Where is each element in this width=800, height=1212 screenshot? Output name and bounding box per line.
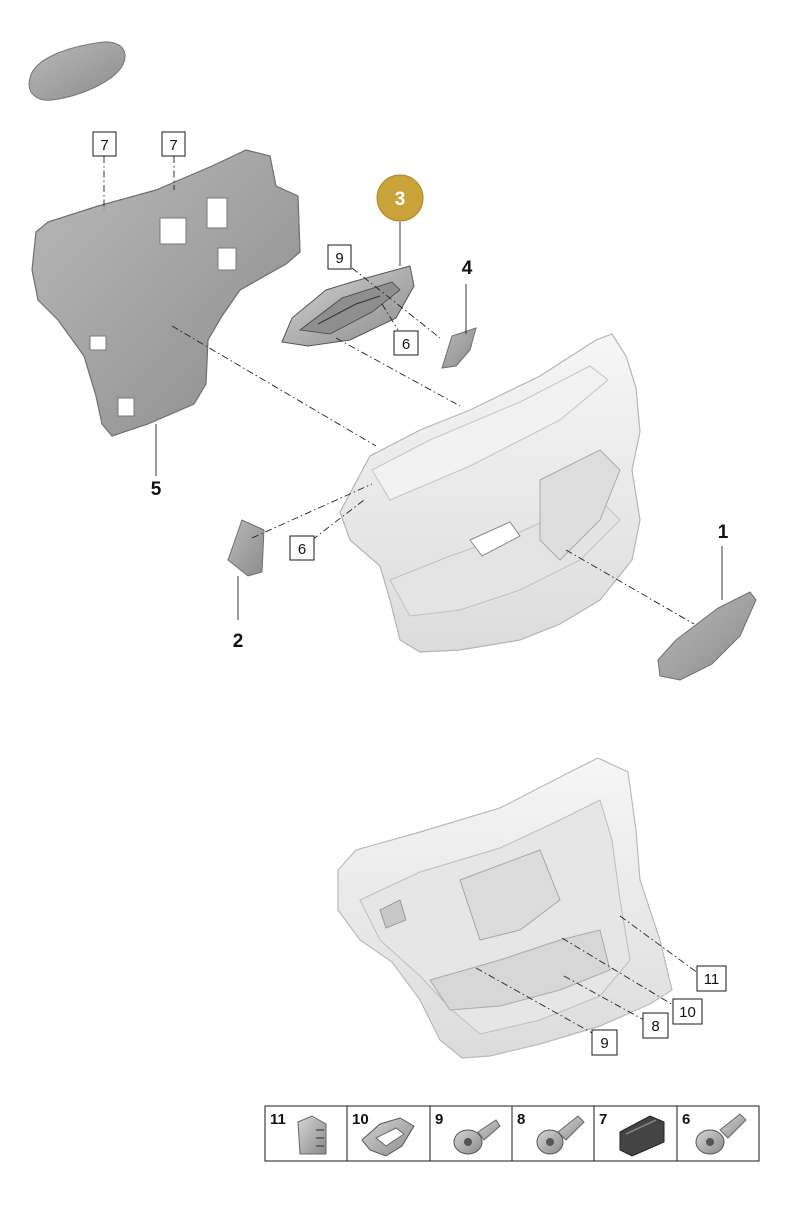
- callout-7-left: 7: [92, 131, 117, 157]
- corner-trim-part: [227, 519, 265, 577]
- callout-6-handle: 6: [393, 330, 419, 356]
- door-handle-part: [281, 265, 415, 347]
- svg-text:3: 3: [395, 189, 406, 210]
- torx-bolt-icon: [536, 1115, 585, 1155]
- svg-text:6: 6: [682, 1111, 690, 1128]
- clip-icon: [619, 1115, 665, 1157]
- legend-cell-7: 7: [599, 1111, 665, 1157]
- flat-head-screw-icon: [695, 1113, 747, 1155]
- svg-text:10: 10: [352, 1111, 369, 1128]
- legend-cell-8: 8: [517, 1111, 585, 1155]
- svg-text:8: 8: [517, 1111, 525, 1128]
- legend-cell-11: 11: [270, 1111, 327, 1155]
- svg-text:9: 9: [600, 1035, 608, 1052]
- callout-9-handle: 9: [327, 244, 352, 270]
- callout-8: 8: [642, 1012, 669, 1039]
- svg-text:11: 11: [270, 1111, 286, 1128]
- svg-text:10: 10: [679, 1004, 696, 1021]
- svg-text:7: 7: [169, 137, 177, 154]
- legend-cell-10: 10: [352, 1111, 415, 1157]
- svg-text:9: 9: [435, 1111, 443, 1128]
- legend-cell-9: 9: [435, 1111, 501, 1155]
- callout-9-bottom: 9: [591, 1029, 618, 1056]
- trim-pad-part: [28, 41, 126, 101]
- clip-nut-icon: [297, 1115, 327, 1155]
- callout-7-right: 7: [161, 131, 186, 157]
- insulation-panel-part: [31, 149, 301, 437]
- svg-text:7: 7: [100, 137, 108, 154]
- callout-11: 11: [696, 965, 727, 992]
- armrest-trim-part: [657, 591, 757, 681]
- inner-door-frame-part: [337, 757, 673, 1059]
- part-number-5: 5: [151, 479, 162, 500]
- svg-text:7: 7: [599, 1111, 607, 1128]
- svg-text:6: 6: [298, 541, 306, 558]
- highlight-circle: [376, 174, 424, 222]
- torx-screw-icon: [453, 1119, 501, 1155]
- svg-text:11: 11: [704, 971, 720, 988]
- svg-text:8: 8: [651, 1018, 659, 1035]
- door-trim-panel-part: [339, 333, 641, 653]
- handle-cover-cap-part: [441, 327, 477, 369]
- spring-clip-icon: [361, 1117, 415, 1157]
- svg-text:6: 6: [402, 336, 410, 353]
- part-number-4: 4: [462, 258, 473, 279]
- part-number-3-highlight: 3: [376, 174, 424, 222]
- callout-10: 10: [672, 998, 703, 1025]
- callout-6-trim: 6: [289, 535, 315, 561]
- fastener-legend: 11 10 9 8: [264, 1105, 760, 1162]
- part-number-2: 2: [233, 631, 244, 652]
- part-number-1: 1: [718, 522, 729, 543]
- svg-text:9: 9: [335, 250, 343, 267]
- legend-cell-6: 6: [682, 1111, 747, 1155]
